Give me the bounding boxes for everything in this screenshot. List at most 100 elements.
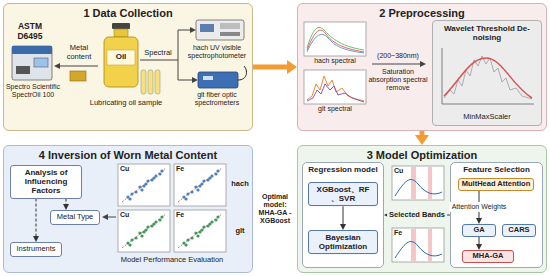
band-chart xyxy=(392,228,444,262)
node-fill xyxy=(10,242,62,257)
label-text: Metal content xyxy=(58,44,100,61)
flow-arrow xyxy=(372,64,420,65)
node-text: Feature Selection xyxy=(453,165,540,174)
edge-label-box: Attention Weights xyxy=(450,202,509,212)
label-box: Cu xyxy=(120,211,134,219)
label-text: Cu xyxy=(394,167,408,175)
label-text: Fe xyxy=(176,211,190,219)
analyzer-screen xyxy=(34,58,48,67)
device-window xyxy=(203,76,213,80)
label-box: Cu xyxy=(394,167,408,175)
label-box: (200~380nm) xyxy=(368,52,428,60)
uv-spectrophotometer xyxy=(196,20,244,40)
node-text: MinMaxScaler xyxy=(436,113,538,122)
spectrum-curve xyxy=(307,27,364,50)
node-fill xyxy=(432,20,542,126)
spectrum-curve xyxy=(307,34,364,53)
group-box: XGBoost、RF 、SVRBayesian OptimizationRegr… xyxy=(302,162,384,268)
bottle-cap xyxy=(112,23,130,29)
oil-bottle xyxy=(104,23,138,87)
node-fill xyxy=(458,178,534,191)
selected-band xyxy=(411,229,416,261)
denoise-chart xyxy=(442,48,534,104)
node-text: Bayesian Optimization xyxy=(312,233,374,251)
node-text: GA xyxy=(465,226,493,235)
device-screen xyxy=(200,24,214,32)
edge-label-box: Optimal model: MHA-GA -XGBoost xyxy=(253,192,297,226)
connector-arrow xyxy=(479,237,480,244)
node-fill xyxy=(297,3,547,131)
connector-arrow xyxy=(420,131,425,135)
label-text: Oil xyxy=(107,52,135,61)
node-fill xyxy=(308,182,378,206)
spectrum-curve xyxy=(395,242,442,258)
label-box: Spectro Scientific SpectrOil 100 xyxy=(4,83,62,99)
device-body xyxy=(196,20,244,40)
device-lid xyxy=(220,23,240,29)
label-box: hach xyxy=(229,180,251,189)
label-box: Oil xyxy=(107,52,135,61)
spectrum-curve xyxy=(395,180,442,196)
chart-axes xyxy=(442,48,534,104)
fiber-spectrometer xyxy=(198,66,246,88)
label-box: Fe xyxy=(176,211,190,219)
label-text: ASTM D6495 xyxy=(8,22,52,42)
node-text: 2 Preprocessing xyxy=(302,7,542,20)
optic-fiber xyxy=(238,66,246,80)
node-text: 3 Model Optimization xyxy=(302,149,542,162)
chart-frame xyxy=(304,70,366,104)
label-box: Lubricating oil sample xyxy=(86,99,166,108)
node-fill xyxy=(308,230,378,254)
process-box: Instruments xyxy=(10,242,62,257)
test-tube xyxy=(155,70,160,94)
process-box: GA xyxy=(462,224,496,237)
chart-frame xyxy=(392,228,444,262)
label-text: hach UV visible spectrophotometer xyxy=(182,44,252,60)
scatter-plot xyxy=(174,164,226,206)
metal-chip xyxy=(70,71,86,81)
scatter-plot xyxy=(118,210,170,252)
node-text: 4 Inversion of Worn Metal Content xyxy=(8,149,248,162)
label-box: Fe xyxy=(176,165,190,173)
label-box: hach UV visible spectrophotometer xyxy=(182,44,252,60)
connector-arrow xyxy=(66,199,67,204)
label-box: Metal content xyxy=(58,44,100,61)
node-text: Wavelet Threshold De-noising xyxy=(436,24,538,42)
node-text: 1 Data Collection xyxy=(8,7,248,20)
label-text: Spectral xyxy=(142,49,174,58)
node-fill xyxy=(50,210,100,225)
node-fill xyxy=(3,145,253,273)
flow-arrow xyxy=(178,60,192,80)
label-text: (200~380nm) xyxy=(368,52,428,60)
selected-band xyxy=(428,229,432,261)
process-box: Analysis of Influencing Factors xyxy=(10,165,82,199)
label-text: glt xyxy=(229,227,251,236)
label-box: ASTM D6495 xyxy=(8,22,52,42)
process-box: Wavelet Threshold De-noisingMinMaxScaler xyxy=(432,20,542,126)
label-text: Spectro Scientific SpectrOil 100 xyxy=(4,83,62,99)
spectrum-curve xyxy=(307,76,364,101)
edge-label: Optimal model: MHA-GA -XGBoost xyxy=(253,192,297,226)
bottle-neck xyxy=(114,29,128,37)
node-fill xyxy=(462,250,514,263)
label-text: glt fiber optic spectrometers xyxy=(182,91,252,107)
scatter-plot xyxy=(118,164,170,206)
process-box: Metal Type xyxy=(50,210,100,225)
node-fill xyxy=(302,162,384,268)
device-base xyxy=(220,32,240,36)
selected-band xyxy=(411,167,416,199)
analyzer-slot xyxy=(16,66,30,74)
node-text: CARS xyxy=(505,226,533,235)
label-text: hach xyxy=(229,180,251,189)
node-fill xyxy=(297,145,547,273)
flow-arrow xyxy=(108,217,116,218)
label-box: hach spectral xyxy=(304,57,366,65)
edge-label: Attention Weights xyxy=(450,202,509,212)
node-text: Metal Type xyxy=(54,213,96,222)
label-box: Saturation absorption spectral remove xyxy=(368,68,428,92)
node-fill xyxy=(10,165,82,199)
